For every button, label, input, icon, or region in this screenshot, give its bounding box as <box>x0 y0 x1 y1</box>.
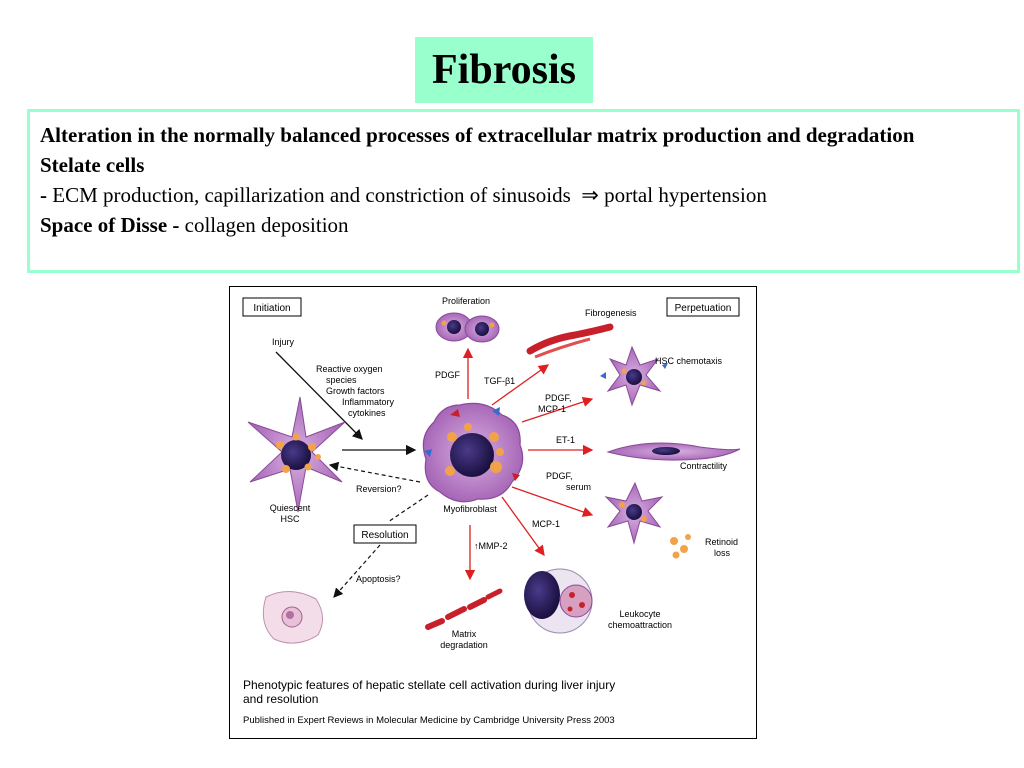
mmp2-label: ↑MMP-2 <box>474 541 508 551</box>
retinoid-label-1: Retinoid <box>705 537 738 547</box>
quiescent-hsc-cell <box>247 396 346 513</box>
caption-line-1: Phenotypic features of hepatic stellate … <box>243 678 615 692</box>
slide-title: Fibrosis <box>415 37 593 103</box>
retinoid-loss-cell <box>604 481 691 559</box>
bullet-stelate-cells: Stelate cells <box>40 153 145 177</box>
leukocyte-label-1: Leukocyte <box>619 609 660 619</box>
reversion-arrow <box>328 461 421 483</box>
pdgf-mcp-label-2: MCP-1 <box>538 404 566 414</box>
proliferation-label: Proliferation <box>442 296 490 306</box>
et1-label: ET-1 <box>556 435 575 445</box>
figure-svg: Initiation Perpetuation Injury Reactive … <box>242 296 741 726</box>
pdgf-serum-label-2: serum <box>566 482 591 492</box>
chemotaxis-cell <box>600 345 668 407</box>
bullet-ecm-balance: Alteration in the normally balanced proc… <box>40 123 915 147</box>
fibrogenesis-fiber <box>526 323 614 355</box>
myofibroblast-cell <box>422 402 524 503</box>
initiation-box <box>242 297 302 317</box>
disse-label: Space of Disse - <box>40 213 180 237</box>
injury-label: Injury <box>272 337 295 347</box>
perpetuation-box <box>666 297 740 317</box>
matrix-label-1: Matrix <box>452 629 477 639</box>
tgf-label: TGF-β1 <box>484 376 515 386</box>
fibrogenesis-label: Fibrogenesis <box>585 308 637 318</box>
mediator-4: Inflammatory <box>342 397 395 407</box>
caption-line-2: and resolution <box>243 692 318 706</box>
fibrogenesis-fiber-2 <box>534 337 591 359</box>
mcp1-label: MCP-1 <box>532 519 560 529</box>
fibrogenesis-arrow <box>491 364 550 406</box>
disse-text: collagen deposition <box>179 213 349 237</box>
retinoid-arrow <box>511 486 594 517</box>
myofibroblast-label: Myofibroblast <box>443 504 497 514</box>
leukocyte-label-2: chemoattraction <box>608 620 672 630</box>
pdgf-serum-label-1: PDGF, <box>546 471 573 481</box>
apoptosis-arrow <box>333 544 381 598</box>
resolution-link <box>387 494 429 523</box>
pdgf-mcp-label-1: PDGF, <box>545 393 572 403</box>
quiescent-label-1: Quiescent <box>270 503 311 513</box>
proliferating-cells <box>435 312 500 343</box>
mediator-2: species <box>326 375 357 385</box>
degraded-matrix <box>425 588 503 630</box>
ecm-text: ECM production, capillarization and cons… <box>47 183 571 207</box>
mediator-3: Growth factors <box>326 386 385 396</box>
mediator-5: cytokines <box>348 408 386 418</box>
initiation-label: Initiation <box>253 303 290 314</box>
resolution-box <box>353 524 417 544</box>
content-box: Alteration in the normally balanced proc… <box>27 109 1020 273</box>
leukocyte-cell <box>524 568 593 634</box>
contractile-cell <box>606 442 741 461</box>
apoptotic-cell <box>262 591 323 644</box>
dash: - <box>40 183 47 207</box>
resolution-label: Resolution <box>361 530 408 541</box>
credit-line: Published in Expert Reviews in Molecular… <box>243 715 615 726</box>
matrix-label-2: degradation <box>440 640 488 650</box>
retinoid-label-2: loss <box>714 548 731 558</box>
apoptosis-label: Apoptosis? <box>356 574 401 584</box>
bullet-ecm-production: - ECM production, capillarization and co… <box>40 180 1007 210</box>
contractility-label: Contractility <box>680 461 728 471</box>
chemotaxis-arrow <box>521 396 594 423</box>
bullet-space-of-disse: Space of Disse - collagen deposition <box>40 210 1007 240</box>
portal-text: portal hypertension <box>598 183 767 207</box>
perpetuation-label: Perpetuation <box>675 303 732 314</box>
implies-arrow: ⇒ <box>581 183 599 207</box>
mediator-1: Reactive oxygen <box>316 364 383 374</box>
reversion-label: Reversion? <box>356 484 402 494</box>
pdgf-label: PDGF <box>435 370 461 380</box>
hsc-activation-figure: Initiation Perpetuation Injury Reactive … <box>229 286 757 739</box>
leukocyte-arrow <box>501 496 545 557</box>
hsc-chemotaxis-label: HSC chemotaxis <box>655 356 723 366</box>
quiescent-label-2: HSC <box>280 514 300 524</box>
injury-arrow <box>275 351 363 440</box>
